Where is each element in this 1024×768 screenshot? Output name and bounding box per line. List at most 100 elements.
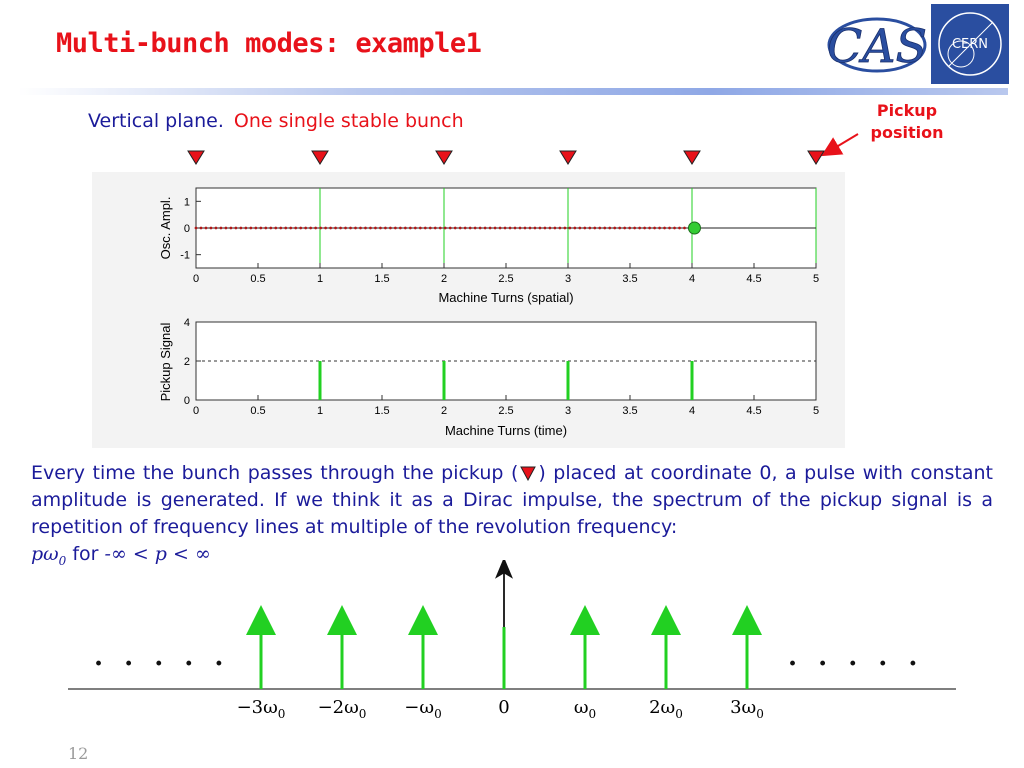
spectrum-label-sub: 0 <box>675 707 683 721</box>
osc-sample-dot <box>259 226 263 230</box>
pickup-ytick-label-2: 0 <box>184 395 190 407</box>
pickup-position-label: Pickup position <box>862 100 952 144</box>
pickup-marker-4 <box>683 150 701 165</box>
osc-sample-dot <box>528 226 532 230</box>
subtitle: Vertical plane.One single stable bunch <box>88 110 464 132</box>
osc-sample-dot <box>653 226 657 230</box>
osc-sample-dot <box>234 226 238 230</box>
osc-sample-dot <box>398 226 402 230</box>
osc-sample-dot <box>638 226 642 230</box>
osc-ytick-label-0: 1 <box>184 196 190 208</box>
osc-sample-dot <box>264 226 268 230</box>
osc-sample-dot <box>349 226 352 230</box>
spectrum-label-sub: 0 <box>359 707 367 721</box>
osc-sample-dot <box>448 226 452 230</box>
pickup-xtick-label-6: 3 <box>565 405 571 417</box>
spectrum-label-3: 0 <box>498 697 509 718</box>
osc-sample-dot <box>678 226 681 230</box>
osc-sample-dot <box>478 226 482 230</box>
paragraph-text-2: ) placed at coordinate 0, a pulse with c… <box>31 462 993 538</box>
osc-sample-dot <box>658 226 661 230</box>
osc-sample-dot <box>428 226 432 230</box>
osc-sample-dot <box>663 226 666 230</box>
osc-sample-dot <box>364 226 367 230</box>
pickup-xtick-label-0: 0 <box>193 405 199 417</box>
osc-sample-dot <box>518 226 522 230</box>
osc-ytick-label-1: 0 <box>184 223 190 235</box>
osc-sample-dot <box>548 226 552 230</box>
osc-sample-dot <box>458 226 462 230</box>
osc-sample-dot <box>279 226 283 230</box>
osc-sample-dot <box>239 226 243 230</box>
osc-sample-dot <box>224 226 228 230</box>
osc-xlabel: Machine Turns (spatial) <box>438 290 573 305</box>
osc-sample-dot <box>269 226 273 230</box>
osc-sample-dot <box>568 226 572 230</box>
osc-sample-dot <box>294 226 298 230</box>
osc-sample-dot <box>583 226 587 230</box>
osc-sample-dot <box>359 226 362 230</box>
paragraph-text-1: Every time the bunch passes through the … <box>31 462 519 484</box>
spectrum-label-4: ω0 <box>574 697 596 721</box>
osc-xtick-label-0: 0 <box>193 273 199 285</box>
osc-ylabel: Osc. Ampl. <box>158 197 173 260</box>
osc-sample-dot <box>369 226 372 230</box>
osc-sample-dot <box>289 226 293 230</box>
osc-sample-dot <box>339 226 342 230</box>
osc-sample-dot <box>593 226 597 230</box>
osc-sample-dot <box>324 226 328 230</box>
spectrum-label-2: −ω0 <box>404 697 441 721</box>
osc-sample-dot <box>648 226 652 230</box>
osc-xtick-label-10: 5 <box>813 273 819 285</box>
spectrum-label-main: −3ω <box>237 697 278 718</box>
osc-sample-dot <box>309 226 313 230</box>
osc-sample-dot <box>389 226 392 230</box>
osc-sample-dot <box>379 226 382 230</box>
pickup-xlabel: Machine Turns (time) <box>445 423 567 438</box>
pickup-xtick-label-7: 3.5 <box>622 405 637 417</box>
osc-sample-dot <box>643 226 647 230</box>
formula-for: for <box>66 543 105 565</box>
osc-sample-dot <box>513 226 517 230</box>
osc-sample-dot <box>299 226 303 230</box>
pickup-marker-2 <box>435 150 453 165</box>
spectrum-label-sub: 0 <box>434 707 442 721</box>
spectrum-label-main: 2ω <box>649 697 675 718</box>
pickup-marker-0 <box>187 150 205 165</box>
osc-sample-dot <box>254 226 258 230</box>
osc-xtick-label-8: 4 <box>689 273 695 285</box>
cern-logo: CERN <box>931 4 1009 84</box>
osc-xtick-label-7: 3.5 <box>622 273 637 285</box>
osc-xtick-label-5: 2.5 <box>498 273 513 285</box>
osc-xtick-label-4: 2 <box>441 273 447 285</box>
osc-sample-dot <box>503 226 507 230</box>
osc-sample-dot <box>463 226 467 230</box>
subtitle-plane: Vertical plane. <box>88 110 224 132</box>
osc-sample-dot <box>668 226 671 230</box>
pickup-xtick-label-10: 5 <box>813 405 819 417</box>
osc-sample-dot <box>683 226 686 230</box>
pickup-marker-5 <box>807 150 825 165</box>
osc-sample-dot <box>633 226 637 230</box>
spectrum-left-dots: . . . . . <box>94 642 229 672</box>
osc-sample-dot <box>443 226 447 230</box>
pickup-xtick-label-4: 2 <box>441 405 447 417</box>
osc-sample-dot <box>483 226 487 230</box>
osc-sample-dot <box>199 226 203 230</box>
osc-xtick-label-3: 1.5 <box>374 273 389 285</box>
bunch-marker <box>687 221 701 235</box>
osc-sample-dot <box>433 226 437 230</box>
spectrum-label-main: 0 <box>498 697 509 718</box>
osc-sample-dot <box>553 226 557 230</box>
osc-sample-dot <box>204 226 208 230</box>
cas-logo: CAS <box>827 17 927 73</box>
pickup-marker-row <box>187 133 859 165</box>
osc-sample-dot <box>578 226 582 230</box>
pickup-label-line2: position <box>870 123 944 142</box>
pickup-pointer-arrow <box>821 133 859 157</box>
spectrum-label-5: 2ω0 <box>649 697 683 721</box>
osc-sample-dot <box>473 226 477 230</box>
osc-sample-dot <box>523 226 527 230</box>
